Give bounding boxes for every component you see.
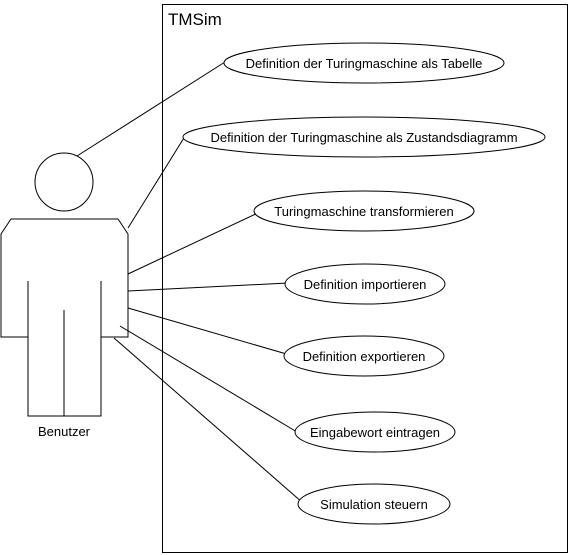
- use-case-ellipse: [182, 116, 546, 158]
- association-line-3: [127, 210, 263, 275]
- use-case-2: Definition der Turingmaschine als Zustan…: [182, 116, 546, 158]
- use-case-ellipse: [294, 411, 456, 453]
- use-case-ellipse: [223, 42, 505, 84]
- use-case-ellipse: [253, 190, 475, 232]
- use-case-3: Turingmaschine transformieren: [253, 190, 475, 232]
- use-case-label: Definition der Turingmaschine als Tabell…: [246, 56, 483, 71]
- association-line-5: [127, 307, 291, 356]
- use-case-5: Definition exportieren: [283, 335, 445, 377]
- actor-label: Benutzer: [38, 424, 91, 439]
- use-case-ellipse: [297, 483, 451, 525]
- association-line-4: [127, 282, 289, 292]
- use-case-7: Simulation steuern: [297, 483, 451, 525]
- actor-head-icon: [34, 152, 94, 212]
- use-case-label: Eingabewort eintragen: [310, 425, 440, 440]
- use-case-ellipse: [283, 335, 445, 377]
- system-title: TMSim: [168, 10, 222, 29]
- system-boundary: [162, 4, 568, 553]
- use-case-label: Turingmaschine transformieren: [274, 204, 453, 219]
- association-line-7: [113, 337, 304, 504]
- associations: [76, 61, 304, 504]
- use-case-1: Definition der Turingmaschine als Tabell…: [223, 42, 505, 84]
- use-case-label: Definition der Turingmaschine als Zustan…: [210, 130, 517, 145]
- use-case-ellipse: [284, 263, 446, 305]
- use-case-label: Definition exportieren: [303, 349, 426, 364]
- association-line-1: [76, 61, 226, 157]
- actor-body-icon: [0, 218, 129, 417]
- association-line-6: [119, 325, 298, 433]
- association-line-2: [127, 132, 188, 229]
- use-case-label: Simulation steuern: [320, 497, 428, 512]
- use-case-6: Eingabewort eintragen: [294, 411, 456, 453]
- use-case-label: Definition importieren: [304, 277, 427, 292]
- use-case-4: Definition importieren: [284, 263, 446, 305]
